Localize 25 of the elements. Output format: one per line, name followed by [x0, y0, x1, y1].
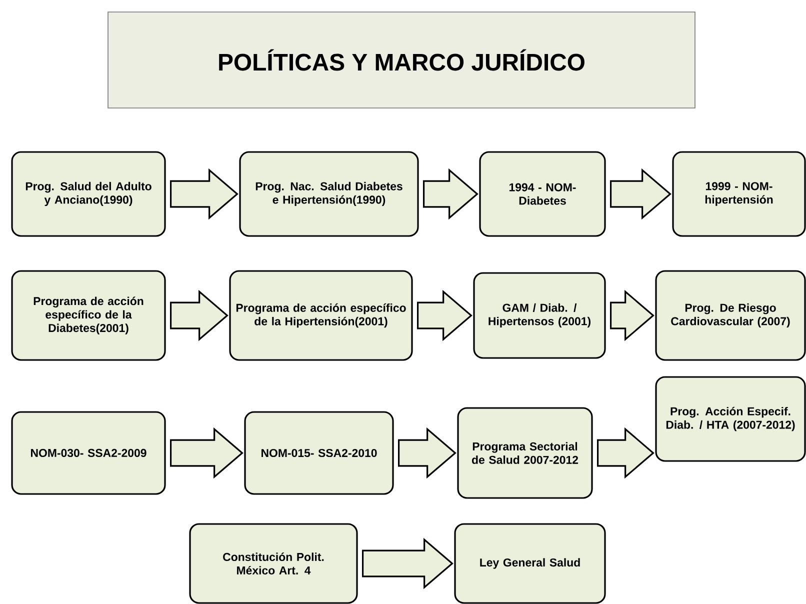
process-box: 1994 - NOM- Diabetes [479, 151, 606, 237]
block-arrow [596, 427, 654, 479]
process-box: Prog. Acción Especif. Diab. / HTA (2007-2012) [655, 376, 806, 462]
block-arrow [610, 290, 654, 342]
process-box: Programa de acción específico de la Hipertensión(2001) [229, 270, 413, 361]
block-arrow [398, 427, 456, 479]
process-box: GAM / Diab. / Hipertensos (2001) [473, 272, 606, 359]
block-arrow [170, 168, 238, 220]
process-box: Programa de acción específico de la Diabetes(2001) [11, 270, 166, 361]
block-arrow [422, 168, 478, 220]
process-box: Constitución Polit. México Art. 4 [189, 523, 358, 604]
process-box: Prog. Salud del Adulto y Anciano(1990) [11, 151, 166, 237]
process-box: NOM-015- SSA2-2010 [244, 411, 394, 495]
process-box: 1999 - NOM- hipertensión [672, 151, 806, 237]
process-box: Ley General Salud [454, 523, 606, 604]
block-arrow [170, 427, 244, 479]
block-arrow [416, 290, 472, 342]
block-arrow [610, 168, 672, 220]
title-box: POLÍTICAS Y MARCO JURÍDICO [108, 12, 696, 108]
process-box: Prog. Nac. Salud Diabetes e Hipertensión(1990) [239, 151, 419, 237]
block-arrow [170, 290, 228, 342]
block-arrow [362, 538, 454, 590]
process-box: Prog. De Riesgo Cardiovascular (2007) [655, 270, 806, 361]
process-box: Programa Sectorial de Salud 2007-2012 [457, 407, 593, 499]
process-box: NOM-030- SSA2-2009 [11, 411, 166, 495]
